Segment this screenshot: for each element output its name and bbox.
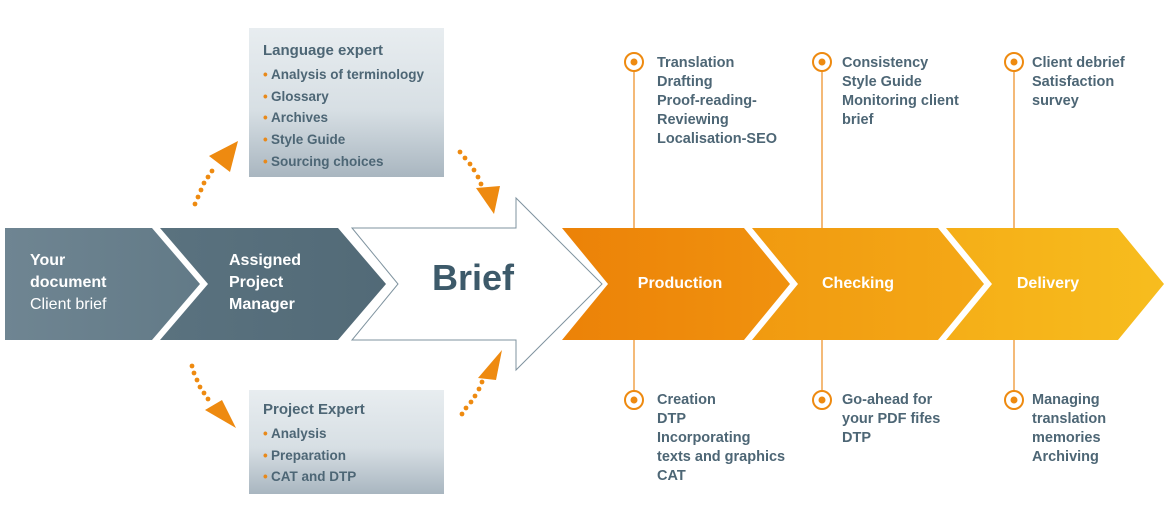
bullet-icon: •	[263, 469, 268, 485]
bullet-icon: •	[263, 67, 268, 82]
brief-arrow	[350, 196, 603, 372]
checking-label: Checking	[821, 275, 894, 292]
language-expert-item: •Sourcing choices	[263, 151, 430, 173]
production-bottom-marker-icon	[624, 390, 644, 410]
project-expert-panel: Project Expert •Analysis •Preparation •C…	[249, 390, 444, 494]
delivery-label: Delivery	[1016, 275, 1080, 292]
language-expert-item: •Archives	[263, 107, 430, 129]
bullet-icon: •	[263, 447, 268, 463]
project-manager-chevron	[160, 228, 386, 340]
production-chevron	[562, 228, 790, 340]
project-expert-title: Project Expert	[263, 401, 365, 418]
production-top-tasks: Translation Drafting Proof-reading- Revi…	[657, 55, 778, 147]
delivery-bottom-marker-icon	[1004, 390, 1024, 410]
language-expert-item: •Glossary	[263, 86, 430, 108]
project-expert-item: •Preparation	[263, 445, 430, 467]
checking-top-tasks: Consistency Style Guide Monitoring clien…	[842, 55, 959, 128]
brief-label: Brief	[432, 257, 515, 298]
your-document-chevron	[5, 228, 200, 340]
project-expert-item: •CAT and DTP	[263, 466, 430, 488]
dotted-arrow-up-left	[192, 141, 238, 207]
bullet-icon: •	[263, 110, 268, 126]
language-expert-title: Language expert	[263, 42, 384, 59]
delivery-top-tasks: Client debrief Satisfaction survey	[1032, 55, 1125, 109]
bullet-icon: •	[263, 88, 268, 104]
production-label: Production	[637, 275, 723, 292]
language-expert-box	[249, 28, 444, 177]
production-top-marker-icon	[624, 52, 644, 72]
dotted-arrow-down-left	[189, 363, 236, 428]
checking-bottom-tasks: Go-ahead for your PDF fifes DTP	[842, 392, 941, 446]
checking-bottom-marker-icon	[812, 390, 832, 410]
checking-top-marker-icon	[812, 52, 832, 72]
production-bottom-tasks: Creation DTP Incorporating texts and gra…	[657, 392, 786, 484]
language-expert-item: •Style Guide	[263, 129, 430, 151]
your-document-label: Your document Client brief	[30, 252, 107, 313]
bullet-icon: •	[263, 153, 268, 169]
checking-chevron	[752, 228, 984, 340]
language-expert-item: •Analysis of terminology	[263, 64, 430, 86]
language-expert-panel: Language expert •Analysis of terminology…	[249, 28, 444, 177]
bullet-icon: •	[263, 132, 268, 148]
delivery-chevron	[946, 228, 1164, 340]
project-expert-box	[249, 390, 444, 494]
bullet-icon: •	[263, 426, 268, 441]
delivery-bottom-tasks: Managing translation memories Archiving	[1032, 392, 1107, 465]
project-expert-item: •Analysis	[263, 423, 430, 445]
project-manager-label: Assigned Project Manager	[229, 252, 302, 313]
dotted-arrow-down-right	[457, 149, 500, 214]
dotted-arrow-up-right	[459, 350, 502, 417]
delivery-top-marker-icon	[1004, 52, 1024, 72]
